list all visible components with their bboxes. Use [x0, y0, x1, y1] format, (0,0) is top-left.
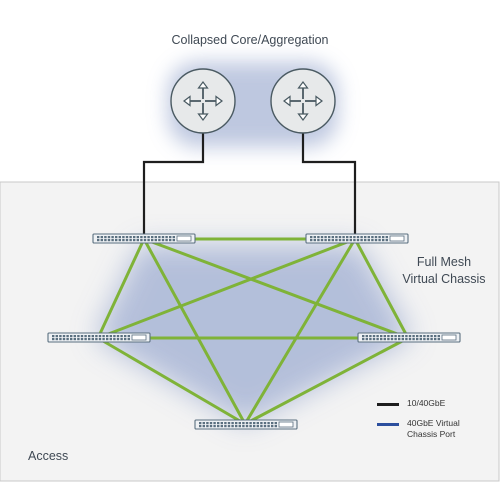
- switch-mid-left: [47, 332, 151, 343]
- mesh-link-mid-left-to-bottom: [96, 336, 247, 426]
- legend-label-vc-port-line2: Chassis Port: [407, 429, 456, 439]
- legend-label-uplink-line1: 10/40GbE: [407, 398, 446, 408]
- full-mesh-label-line1: Full Mesh: [416, 255, 472, 269]
- legend-swatch-vc-port: [377, 423, 399, 426]
- mesh-link-top-right-to-mid-right: [353, 237, 410, 340]
- switch-top-right: [305, 233, 409, 244]
- full-mesh-label: Full Mesh Virtual Chassis: [388, 254, 500, 288]
- mesh-link-top-left-to-mid-left: [96, 237, 146, 340]
- legend-label-vc-port: 40GbE Virtual Chassis Port: [407, 418, 460, 440]
- access-label: Access: [28, 449, 69, 463]
- legend-item-vc-port: 40GbE Virtual Chassis Port: [377, 418, 477, 442]
- router-icon: [270, 68, 336, 134]
- mesh-link-top-left-to-bottom: [142, 237, 247, 426]
- mesh-glow: [95, 245, 412, 425]
- legend-label-vc-port-line1: 40GbE Virtual: [407, 418, 460, 428]
- mesh-link-top-left-to-mid-right: [142, 237, 410, 340]
- mesh-link-top-right-to-bottom: [243, 237, 357, 426]
- uplink-router-left: [142, 133, 205, 236]
- switch-top-left: [92, 233, 196, 244]
- mesh-link-mid-right-to-bottom: [243, 336, 410, 426]
- switch-bottom: [194, 419, 298, 430]
- full-mesh-label-line2: Virtual Chassis: [402, 272, 486, 286]
- uplink-router-right: [301, 133, 357, 236]
- core-aggregation-label: Collapsed Core/Aggregation: [171, 33, 329, 47]
- legend: 10/40GbE 40GbE Virtual Chassis Port: [377, 398, 477, 442]
- mesh-link-top-right-to-mid-left: [96, 237, 357, 340]
- legend-swatch-uplink: [377, 403, 399, 406]
- legend-label-uplink: 10/40GbE: [407, 398, 445, 409]
- legend-item-uplink: 10/40GbE: [377, 398, 477, 418]
- router-icon: [170, 68, 236, 134]
- switch-mid-right: [357, 332, 461, 343]
